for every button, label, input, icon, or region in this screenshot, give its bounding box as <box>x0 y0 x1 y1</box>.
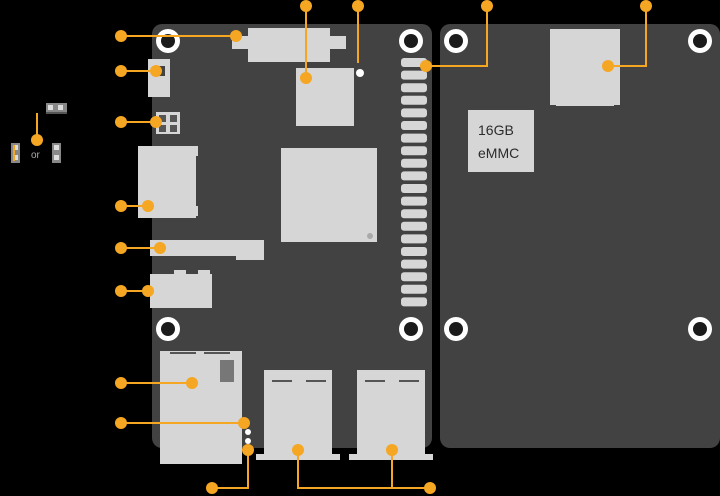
callout-marker <box>386 444 398 456</box>
soc-chip <box>281 148 377 242</box>
callout-marker <box>150 65 162 77</box>
usb-port-2 <box>349 370 433 460</box>
gpio-pin-row <box>401 247 427 256</box>
gpio-pin-row <box>401 171 427 181</box>
csi-connector <box>150 240 264 260</box>
callout-marker <box>115 417 127 429</box>
callout-marker <box>420 60 432 72</box>
gpio-pin-row <box>401 209 427 219</box>
power-jack <box>150 270 212 308</box>
gpio-pin-row <box>401 221 427 231</box>
callout-marker <box>242 444 254 456</box>
jumper-header <box>156 112 180 134</box>
activity-led-1 <box>245 429 251 435</box>
callout-marker <box>481 0 493 12</box>
gpio-pin-row <box>401 121 427 130</box>
callout-marker <box>602 60 614 72</box>
callout-marker <box>300 72 312 84</box>
gpio-pin-row <box>401 108 427 118</box>
callout-marker <box>230 30 242 42</box>
callout-marker <box>300 0 312 12</box>
callout-marker <box>115 377 127 389</box>
gpio-pin-row <box>401 297 427 307</box>
callout-marker <box>292 444 304 456</box>
gpio-pin-row <box>401 184 427 193</box>
callout-marker <box>115 200 127 212</box>
emmc-chip <box>468 110 534 172</box>
callout-marker <box>150 116 162 128</box>
callout-markers <box>31 0 652 494</box>
status-led <box>356 69 364 77</box>
top-fpc-connector <box>232 28 346 62</box>
callout-marker <box>154 242 166 254</box>
callout-marker <box>115 116 127 128</box>
callout-marker <box>640 0 652 12</box>
callout-marker <box>115 285 127 297</box>
gpio-pin-row <box>401 70 427 80</box>
jumper-legend: or <box>11 103 67 163</box>
ethernet-port <box>160 351 242 464</box>
gpio-pin-row <box>401 284 427 294</box>
callout-marker <box>238 417 250 429</box>
gpio-pin-row <box>401 133 427 143</box>
callout-marker <box>115 30 127 42</box>
callout-marker <box>115 242 127 254</box>
callout-marker <box>206 482 218 494</box>
gpio-pin-row <box>401 158 427 168</box>
gpio-pin-row <box>401 272 427 282</box>
callout-marker <box>424 482 436 494</box>
gpio-pin-row <box>401 95 427 105</box>
callout-marker <box>352 0 364 12</box>
gpio-pin-row <box>401 146 427 156</box>
emmc-type-label: eMMC <box>478 145 519 161</box>
activity-led-2 <box>245 438 251 444</box>
gpio-pin-row <box>401 234 427 244</box>
gpio-pin-row <box>401 259 427 269</box>
callout-marker <box>142 285 154 297</box>
emmc-size-label: 16GB <box>478 122 514 138</box>
mounting-holes <box>156 29 712 341</box>
soc-pin1-marker <box>367 233 373 239</box>
callout-marker <box>142 200 154 212</box>
callout-marker <box>115 65 127 77</box>
jumper-or-label: or <box>31 150 41 161</box>
callout-marker <box>186 377 198 389</box>
gpio-pin-row <box>401 83 427 93</box>
callout-marker <box>31 134 43 146</box>
gpio-pin-row <box>401 196 427 206</box>
gpio-header <box>401 58 427 307</box>
micro-usb-port <box>148 59 170 97</box>
